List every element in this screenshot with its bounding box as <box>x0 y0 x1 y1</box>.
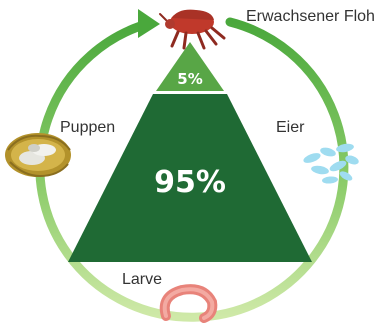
cocoon-icon <box>5 133 71 177</box>
label-eggs: Eier <box>276 120 304 136</box>
eggs-icon <box>302 142 360 184</box>
label-larva: Larve <box>122 272 162 288</box>
pyramid-top-percent: 5% <box>177 72 202 87</box>
label-pupae: Puppen <box>60 120 115 136</box>
cycle-arrowhead <box>138 9 160 38</box>
pyramid-base-percent: 95% <box>154 168 226 198</box>
label-adult-flea: Erwachsener Floh <box>246 9 375 25</box>
flea-icon <box>160 10 224 48</box>
